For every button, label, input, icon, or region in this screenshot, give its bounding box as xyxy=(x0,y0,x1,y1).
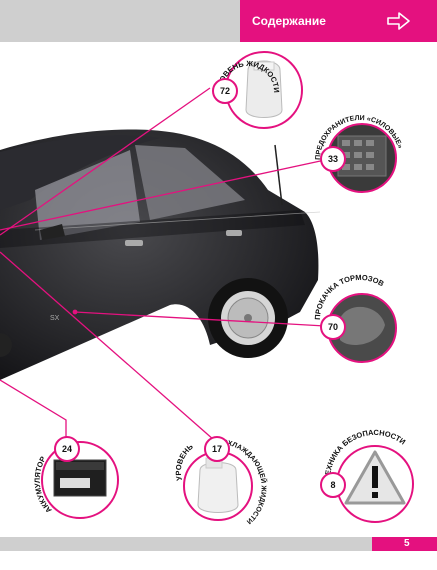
car-badge: SX xyxy=(50,315,60,322)
page-number: 5 xyxy=(404,538,410,549)
page-badge-70[interactable]: 70 xyxy=(320,314,346,340)
page-badge-8[interactable]: 8 xyxy=(320,472,346,498)
callout-brakes[interactable]: ПРОКАЧКА ТОРМОЗОВ xyxy=(313,273,397,363)
page-badge-17[interactable]: 17 xyxy=(204,436,230,462)
callout-power-steering[interactable]: УРОВЕНЬ ЖИДКОСТИ ГУР xyxy=(0,0,303,129)
header-pink-bar[interactable] xyxy=(240,0,437,42)
header-gray-bar xyxy=(0,0,240,42)
page-header: Содержание xyxy=(0,0,437,42)
page-badge-24[interactable]: 24 xyxy=(54,436,80,462)
page-badge-72[interactable]: 72 xyxy=(212,78,238,104)
footer-gray-bar xyxy=(0,537,372,551)
arrow-right-icon[interactable] xyxy=(386,10,412,32)
footer-pink-bar xyxy=(372,537,437,551)
rear-wheel xyxy=(208,278,288,358)
leader-dot xyxy=(72,309,78,315)
leader-lines xyxy=(0,87,326,441)
contents-link[interactable]: Содержание xyxy=(252,14,326,28)
page-badge-33[interactable]: 33 xyxy=(320,146,346,172)
front-wheel xyxy=(0,333,12,357)
